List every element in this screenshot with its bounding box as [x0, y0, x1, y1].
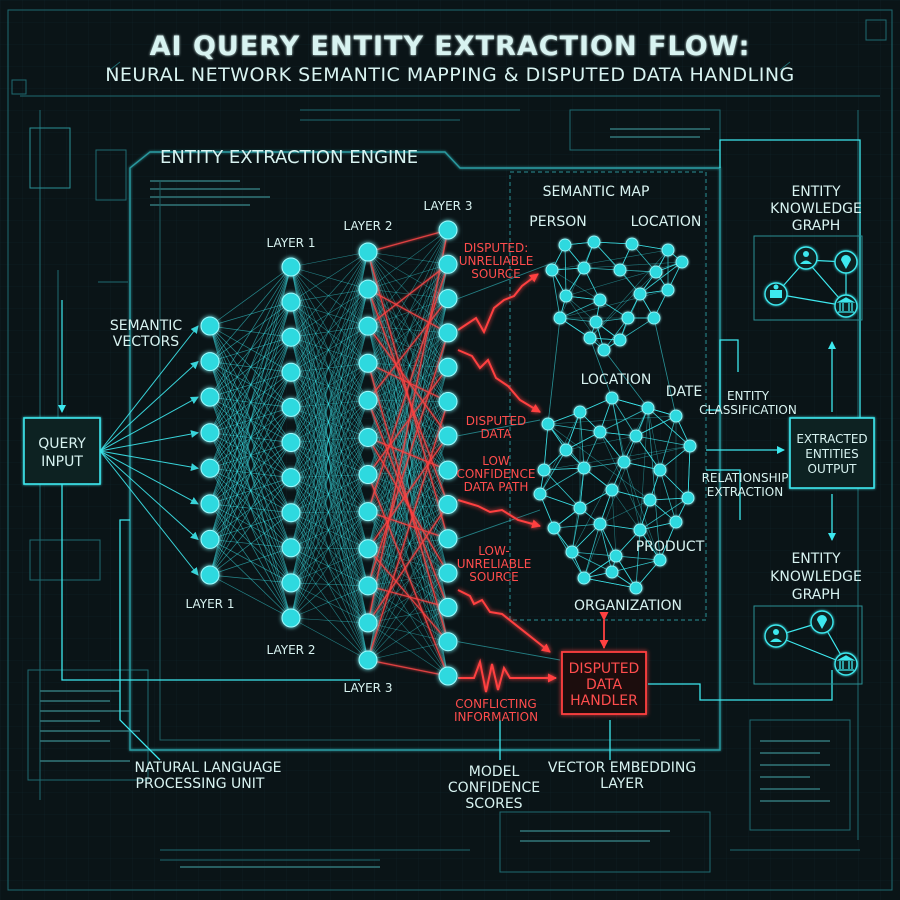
- disputed-data-handler-box[interactable]: [561, 651, 647, 715]
- organization-label: ORGANIZATION: [574, 598, 682, 614]
- semantic-map-nodes: [533, 235, 697, 595]
- model-confidence-label-2: CONFIDENCE: [448, 780, 540, 796]
- model-confidence-label-1: MODEL: [469, 764, 520, 780]
- output-connectors: [61, 139, 861, 761]
- relationship-extraction-label-2: EXTRACTION: [707, 485, 783, 499]
- disputed-data-label-2: DATA: [481, 427, 513, 441]
- low-confidence-label-2: CONFIDENCE: [456, 467, 535, 481]
- product-label: PRODUCT: [636, 539, 705, 555]
- low-unreliable-label-3: SOURCE: [469, 570, 519, 584]
- location-mid-label: LOCATION: [581, 372, 652, 388]
- kg-top-label-2: KNOWLEDGE: [770, 201, 862, 217]
- layer3-top-label: LAYER 3: [424, 199, 473, 213]
- nlp-unit-label-1: NATURAL LANGUAGE: [134, 760, 281, 776]
- people-icon: [764, 282, 788, 306]
- model-confidence-label-3: SCORES: [465, 796, 522, 812]
- handler-label-1: DISPUTED: [569, 661, 640, 677]
- extracted-label-2: ENTITIES: [805, 447, 859, 461]
- layer3-bottom-label: LAYER 3: [344, 681, 393, 695]
- nlp-unit-label-2: PROCESSING UNIT: [136, 776, 265, 792]
- handler-label-3: HANDLER: [570, 693, 638, 709]
- query-input-label-2: INPUT: [41, 454, 83, 470]
- kg-bottom-label-3: GRAPH: [792, 587, 841, 603]
- neural-network-nodes: [200, 220, 458, 686]
- layer1-bottom-label: LAYER 1: [186, 597, 235, 611]
- semantic-vectors-label-2: VECTORS: [113, 334, 179, 350]
- disputed-source-label-2: UNRELIABLE: [459, 254, 534, 268]
- vector-embedding-label-1: VECTOR EMBEDDING: [548, 760, 696, 776]
- low-confidence-label-3: DATA PATH: [464, 480, 529, 494]
- disputed-source-label-3: SOURCE: [471, 267, 521, 281]
- disputed-paths: [457, 273, 557, 693]
- person-icon: [764, 624, 788, 648]
- query-input-label: QUERY: [38, 436, 86, 452]
- location-top-label: LOCATION: [631, 214, 702, 230]
- kg-top-label-1: ENTITY: [791, 184, 841, 200]
- disputed-data-label-1: DISPUTED: [466, 414, 527, 428]
- institution-icon: [834, 652, 858, 676]
- handler-label-2: DATA: [586, 677, 622, 693]
- low-unreliable-label-1: LOW-: [478, 544, 509, 558]
- person-label: PERSON: [529, 214, 586, 230]
- query-input-box[interactable]: [23, 417, 101, 485]
- low-unreliable-label-2: UNRELIABLE: [457, 557, 532, 571]
- institution-icon: [834, 294, 858, 318]
- page-subtitle: NEURAL NETWORK SEMANTIC MAPPING & DISPUT…: [105, 64, 795, 86]
- extracted-label-1: EXTRACTED: [796, 432, 867, 446]
- input-arrows: [99, 325, 199, 576]
- hud-decoration: [7, 9, 893, 891]
- kg-top-label-3: GRAPH: [792, 218, 841, 234]
- extracted-label-3: OUTPUT: [808, 462, 858, 476]
- kg-bottom-label-2: KNOWLEDGE: [770, 569, 862, 585]
- relationship-extraction-label-1: RELATIONSHIP: [702, 471, 789, 485]
- extracted-entities-box[interactable]: [789, 417, 875, 489]
- disputed-source-label-1: DISPUTED:: [464, 241, 529, 255]
- disputed-edges: [367, 229, 449, 677]
- entity-classification-label-1: ENTITY: [727, 389, 770, 403]
- semantic-vectors-label: SEMANTIC: [110, 318, 183, 334]
- low-confidence-label-1: LOW: [482, 454, 510, 468]
- semantic-map-title: SEMANTIC MAP: [543, 184, 650, 200]
- kg-bottom-label-1: ENTITY: [791, 551, 841, 567]
- knowledge-graph-top: [753, 235, 863, 321]
- conflicting-info-label-2: INFORMATION: [454, 710, 538, 724]
- layer2-bottom-label: LAYER 2: [267, 643, 316, 657]
- location-pin-icon: [810, 610, 834, 634]
- engine-frame: [129, 151, 721, 751]
- page-title: AI QUERY ENTITY EXTRACTION FLOW:: [150, 31, 751, 62]
- layer1-top-label: LAYER 1: [267, 236, 316, 250]
- engine-frame-inner: [159, 180, 700, 741]
- vector-embedding-label-2: LAYER: [600, 776, 644, 792]
- layer2-top-label: LAYER 2: [344, 219, 393, 233]
- conflicting-info-label-1: CONFLICTING: [455, 697, 536, 711]
- date-label: DATE: [666, 384, 702, 400]
- location-pin-icon: [834, 250, 858, 274]
- person-icon: [794, 246, 818, 270]
- engine-title: ENTITY EXTRACTION ENGINE: [160, 147, 418, 168]
- entity-classification-label-2: CLASSIFICATION: [699, 403, 797, 417]
